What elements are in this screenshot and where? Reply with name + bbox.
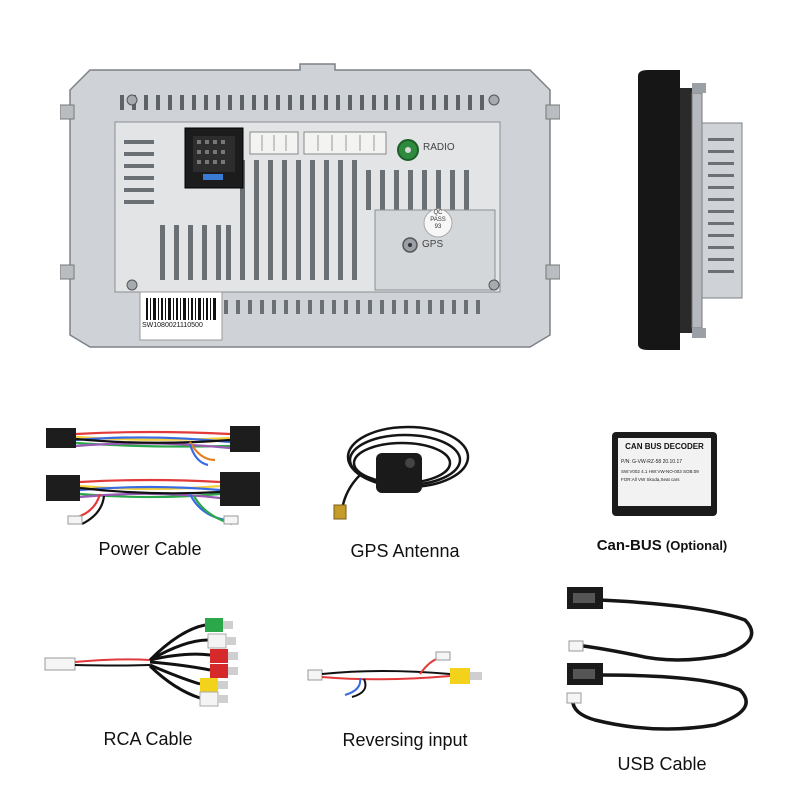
- qc-line-3: 93: [434, 224, 442, 230]
- usb-cable-image: [566, 587, 754, 731]
- gps-antenna-image: [333, 425, 470, 520]
- head-unit-rear-image: [60, 63, 560, 348]
- usb-cable-label: USB Cable: [617, 754, 707, 774]
- qc-line-2: PASS: [430, 217, 446, 223]
- gps-antenna-label: GPS Antenna: [350, 541, 460, 561]
- qc-pass-sticker: QC PASS 93: [424, 210, 452, 231]
- canbus-decoder-line-2: SW:V002 4.1 HW:VW-NO-003 SOB:09: [621, 469, 699, 474]
- canbus-decoder-image: CAN BUS DECODER P/N: G-VW-RZ-58 20.10.17…: [612, 432, 717, 516]
- power-cable-label: Power Cable: [98, 539, 202, 559]
- canbus-decoder-line-3: FOR:All VW Skoda,Seat cars: [621, 477, 680, 482]
- reversing-input-label: Reversing input: [342, 730, 468, 750]
- radio-port-label: RADIO: [423, 142, 455, 153]
- rca-cable-label: RCA Cable: [103, 729, 193, 749]
- canbus-label-note: (Optional): [665, 538, 728, 553]
- rca-cable-image: [44, 618, 238, 707]
- canbus-decoder-line-1: P/N: G-VW-RZ-58 20.10.17: [621, 459, 683, 465]
- canbus-decoder-sticker: CAN BUS DECODER P/N: G-VW-RZ-58 20.10.17…: [618, 438, 711, 506]
- canbus-label: Can-BUS (Optional): [582, 537, 742, 554]
- canbus-label-name: Can-BUS: [596, 537, 662, 554]
- canbus-decoder-title: CAN BUS DECODER: [625, 442, 704, 451]
- reversing-input-image: [307, 651, 482, 698]
- head-unit-side-image: [638, 70, 743, 350]
- power-cable-image: [46, 426, 260, 526]
- barcode-number: SW1080021110500: [142, 322, 203, 329]
- qc-line-1: QC: [433, 210, 443, 216]
- gps-port-label: GPS: [422, 239, 444, 250]
